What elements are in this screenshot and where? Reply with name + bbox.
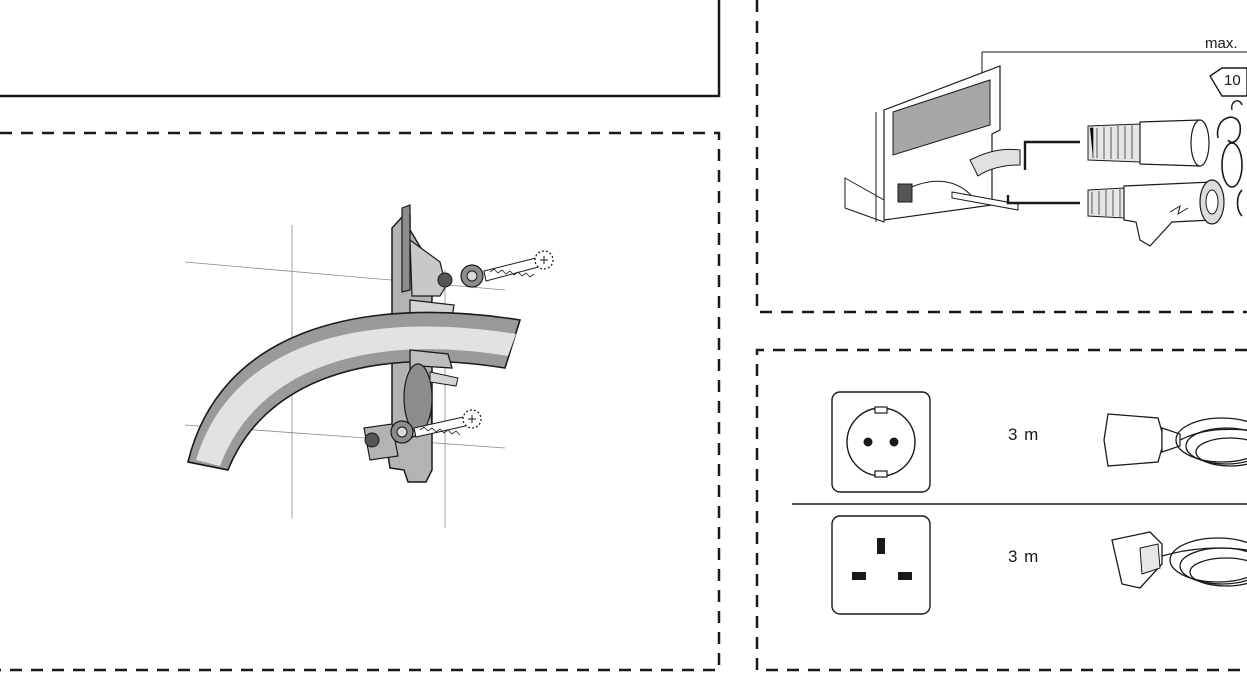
hose-bracket-panel xyxy=(0,131,721,672)
hose-clamp-size-label: 10 xyxy=(1224,72,1241,89)
uk-socket-icon xyxy=(831,515,931,615)
power-outlets-panel xyxy=(755,348,1247,672)
hose-bracket-illustration xyxy=(184,204,554,528)
schuko-socket-icon xyxy=(831,391,931,493)
schuko-plug-cable-icon xyxy=(1103,413,1247,467)
max-label: max. xyxy=(1205,35,1238,52)
drain-connection-illustration xyxy=(844,51,1247,247)
uk-plug-cable-icon xyxy=(1111,531,1247,589)
top-left-box xyxy=(0,0,721,98)
drain-connection-panel xyxy=(755,0,1247,314)
cable-length-label-uk: 3 m xyxy=(1008,547,1040,566)
cable-length-label-schuko: 3 m xyxy=(1008,425,1040,444)
